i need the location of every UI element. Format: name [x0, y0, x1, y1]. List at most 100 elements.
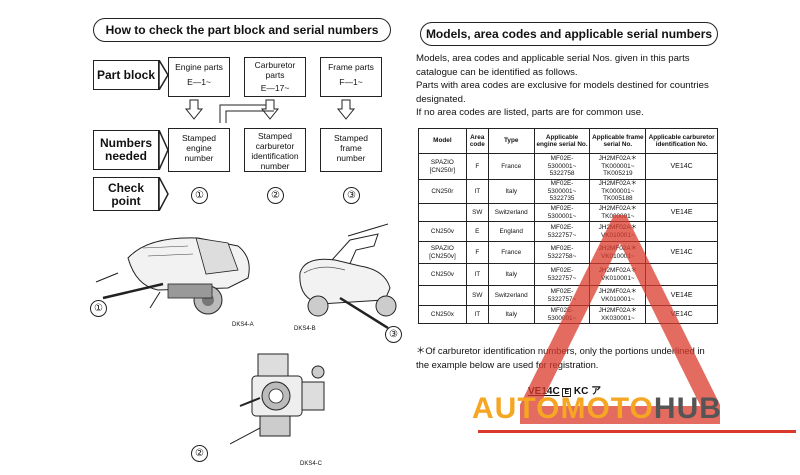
- cell-model: [418, 285, 467, 306]
- cell-frame-line: JH2MF02A＊: [598, 307, 638, 315]
- cell-area: IT: [465, 263, 489, 286]
- cell-frame-line: TK000001~: [601, 187, 635, 195]
- cell-type: Italy: [487, 179, 535, 204]
- cell-model: CN250r: [418, 179, 467, 204]
- cell-model: CN250v: [418, 263, 467, 286]
- stamped-frame-number-box: Stamped frame number: [320, 128, 382, 172]
- cell-engine-line: 5322735: [549, 195, 575, 203]
- cell-carb: VE14C: [645, 153, 718, 180]
- cell-area: SW: [465, 203, 489, 222]
- cell-frame-line: JH2MF02A＊: [598, 245, 638, 253]
- cell-frame-line: JH2MF02A＊: [598, 155, 638, 163]
- frame-parts-box: Frame parts F—1~: [320, 57, 382, 97]
- cell-frame-line: TK005219: [603, 170, 633, 178]
- cell-engine-line: 5322758: [549, 170, 575, 178]
- cell-engine-line: MF02E-: [550, 205, 574, 213]
- cell-frame-line: JH2MF02A＊: [598, 205, 638, 213]
- watermark-text: AUTOMOTOHUB: [472, 392, 722, 426]
- header-carb: Applicable carburetor identification No.: [645, 128, 718, 154]
- cell-engine-line: 5322758~: [547, 252, 577, 260]
- caption-dks4b: DKS4-B: [294, 326, 316, 332]
- watermark-part1: AUTOMOTO: [472, 392, 654, 425]
- cell-engine-line: 5322757~: [547, 231, 577, 239]
- check-point-arrow-tip: [159, 177, 169, 211]
- cell-frame-line: JH2MF02A＊: [598, 180, 638, 188]
- cell-model: [418, 203, 467, 222]
- cell-model: CN250x: [418, 305, 467, 324]
- carburetor-illustration: [230, 353, 325, 445]
- table-header-row: Model Area code Type Applicable engine s…: [418, 128, 718, 154]
- cell-area: IT: [465, 305, 489, 324]
- scooter-frame-illustration: [299, 223, 397, 330]
- cell-frame-line: VK010001~: [601, 274, 635, 282]
- header-engine: Applicable engine serial No.: [533, 128, 591, 154]
- cell-frame-line: VK010001~: [601, 295, 635, 303]
- cell-engine-line: 5322757~: [547, 295, 577, 303]
- cell-engine-line: MF02E-: [550, 288, 574, 296]
- cell-engine-line: 5300001~: [547, 212, 577, 220]
- cell-frame: JH2MF02A＊XK030001~: [589, 305, 647, 324]
- intro-paragraph: Models, area codes and applicable serial…: [416, 53, 709, 118]
- figure-callout-1: ①: [90, 300, 107, 317]
- example-box: E: [562, 388, 572, 397]
- cell-engine-line: MF02E-: [550, 224, 574, 232]
- right-page-title: Models, area codes and applicable serial…: [420, 22, 718, 46]
- cell-area: F: [465, 241, 489, 264]
- watermark-underline: [478, 430, 796, 433]
- numbers-needed-label: Numbers needed: [93, 130, 159, 170]
- cell-engine-line: 5300001~: [547, 187, 577, 195]
- carburetor-parts-box: Carburetor parts E—17~: [244, 57, 306, 97]
- header-model: Model: [418, 128, 467, 154]
- cell-engine-line: 5322757~: [547, 274, 577, 282]
- cell-engine-line: MF02E-: [550, 267, 574, 275]
- cell-engine: MF02E-5300001~5322735: [533, 179, 591, 204]
- left-page-title: How to check the part block and serial n…: [93, 18, 391, 42]
- cell-type: France: [487, 153, 535, 180]
- cell-frame-line: VK010001~: [601, 252, 635, 260]
- numbers-needed-arrow-tip: [159, 130, 169, 170]
- stamped-carburetor-number-box: Stamped carburetor identification number: [244, 128, 306, 172]
- part-block-label: Part block: [93, 60, 159, 90]
- cell-frame: JH2MF02A＊TK000001~TK005188: [589, 179, 647, 204]
- watermark-part2: HUB: [653, 392, 722, 425]
- cell-frame: JH2MF02A＊TK000001~TK005219: [589, 153, 647, 180]
- cell-type: Italy: [487, 305, 535, 324]
- header-area: Area code: [465, 128, 489, 154]
- cell-model: SPAZIO [CN250v]: [418, 241, 467, 264]
- cell-frame-line: TK005188: [603, 195, 633, 203]
- cell-frame-line: TK000001~: [601, 162, 635, 170]
- engine-parts-box: Engine parts E—1~: [168, 57, 230, 97]
- flow-arrows: [184, 99, 356, 123]
- cell-engine-line: MF02E-: [550, 180, 574, 188]
- cell-frame-line: JH2MF02A＊: [598, 267, 638, 275]
- header-frame: Applicable frame serial No.: [589, 128, 647, 154]
- cell-engine-line: MF02E-: [550, 307, 574, 315]
- example-tail: KC ア: [573, 386, 602, 397]
- cell-engine-line: 5300001~: [547, 314, 577, 322]
- caption-dks4a: DKS4-A: [232, 322, 254, 328]
- cell-area: E: [465, 221, 489, 242]
- check-point-1: ①: [191, 187, 208, 204]
- check-point-label: Check point: [93, 177, 159, 211]
- cell-engine: MF02E-5300001~5322758: [533, 153, 591, 180]
- caption-dks4c: DKS4-C: [300, 461, 323, 467]
- part-block-arrow-tip: [159, 60, 169, 90]
- stamped-engine-number-box: Stamped engine number: [168, 128, 230, 172]
- cell-area: F: [465, 153, 489, 180]
- figure-callout-3: ③: [385, 326, 402, 343]
- cell-engine-line: MF02E-: [550, 245, 574, 253]
- cell-engine-line: 5300001~: [547, 162, 577, 170]
- cell-engine-line: MF02E-: [550, 155, 574, 163]
- check-point-3: ③: [343, 187, 360, 204]
- scooter-side-illustration: [95, 237, 250, 315]
- cell-type: Switzerland: [487, 285, 535, 306]
- cell-carb: [645, 179, 718, 204]
- check-point-2: ②: [267, 187, 284, 204]
- watermark-triangle-logo: [520, 215, 720, 424]
- cell-area: SW: [465, 285, 489, 306]
- cell-model: CN250v: [418, 221, 467, 242]
- cell-area: IT: [465, 179, 489, 204]
